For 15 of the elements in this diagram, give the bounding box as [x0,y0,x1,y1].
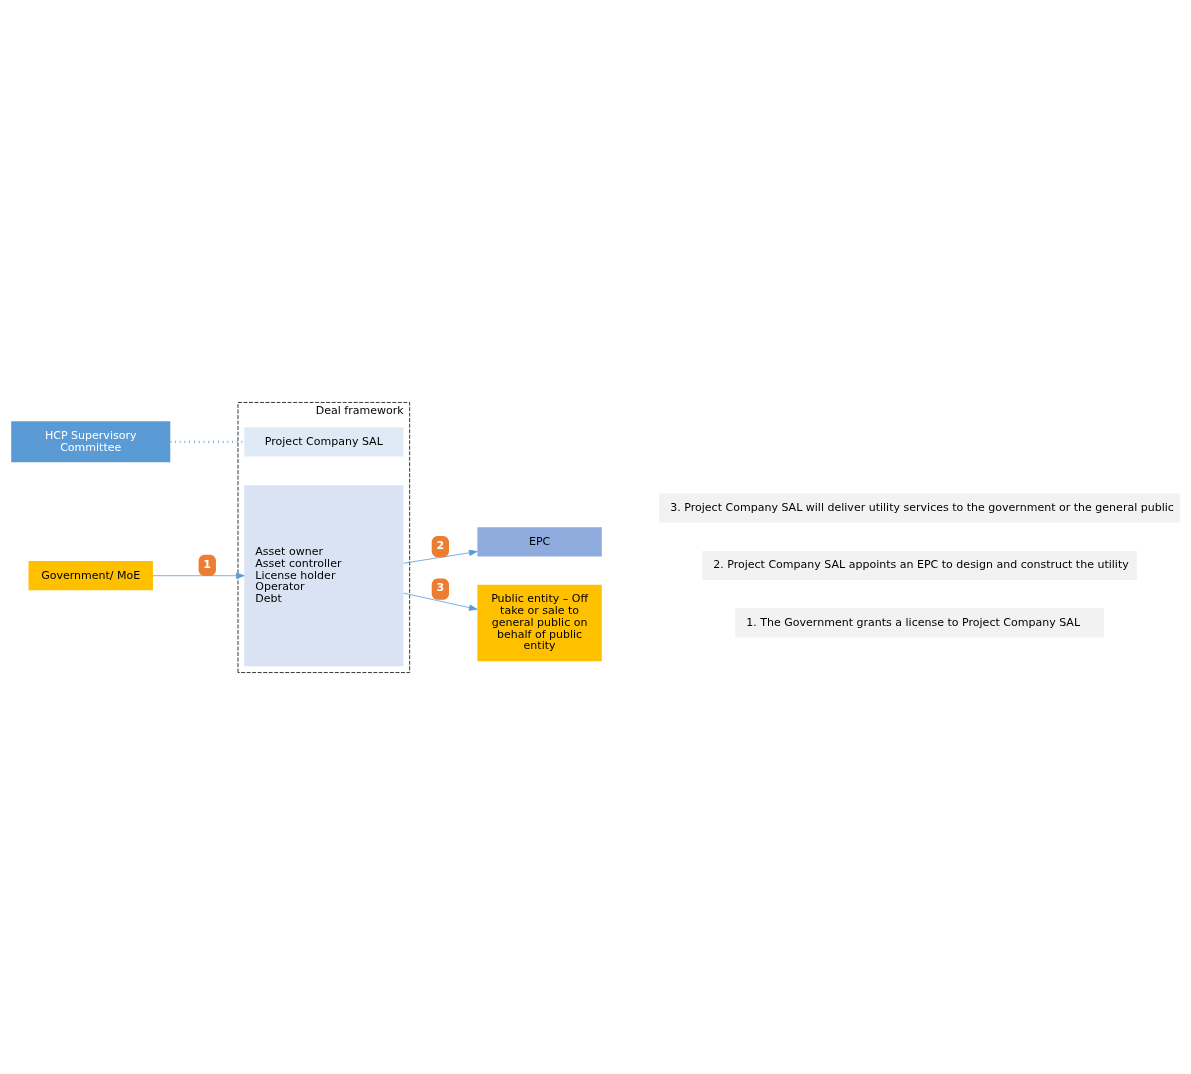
node-box: EPC [477,526,602,556]
arrow [152,572,245,579]
label: 1. The Government grants a license to Project Company SAL [746,615,1081,629]
arrow [403,549,478,564]
label: 3. Project Company SAL will deliver utility services to the government or the general public [670,500,1174,514]
node-box: Public entity – Off take or sale to general public on behalf of public entity [477,584,602,661]
edge-label: 1 [203,557,212,571]
edge-label: 3 [436,580,445,594]
edge-label: 2 [436,538,445,552]
node-box: HCP Supervisory Committee [11,420,171,462]
label: 2. Project Company SAL appoints an EPC to design and construct the utility [713,557,1129,571]
arrow [403,592,478,611]
node-box: Government/ MoE [28,560,153,590]
node-box: Project Company SAL [244,426,404,456]
node-box: Asset owner Asset controller License holder Operator Debt [244,484,404,666]
